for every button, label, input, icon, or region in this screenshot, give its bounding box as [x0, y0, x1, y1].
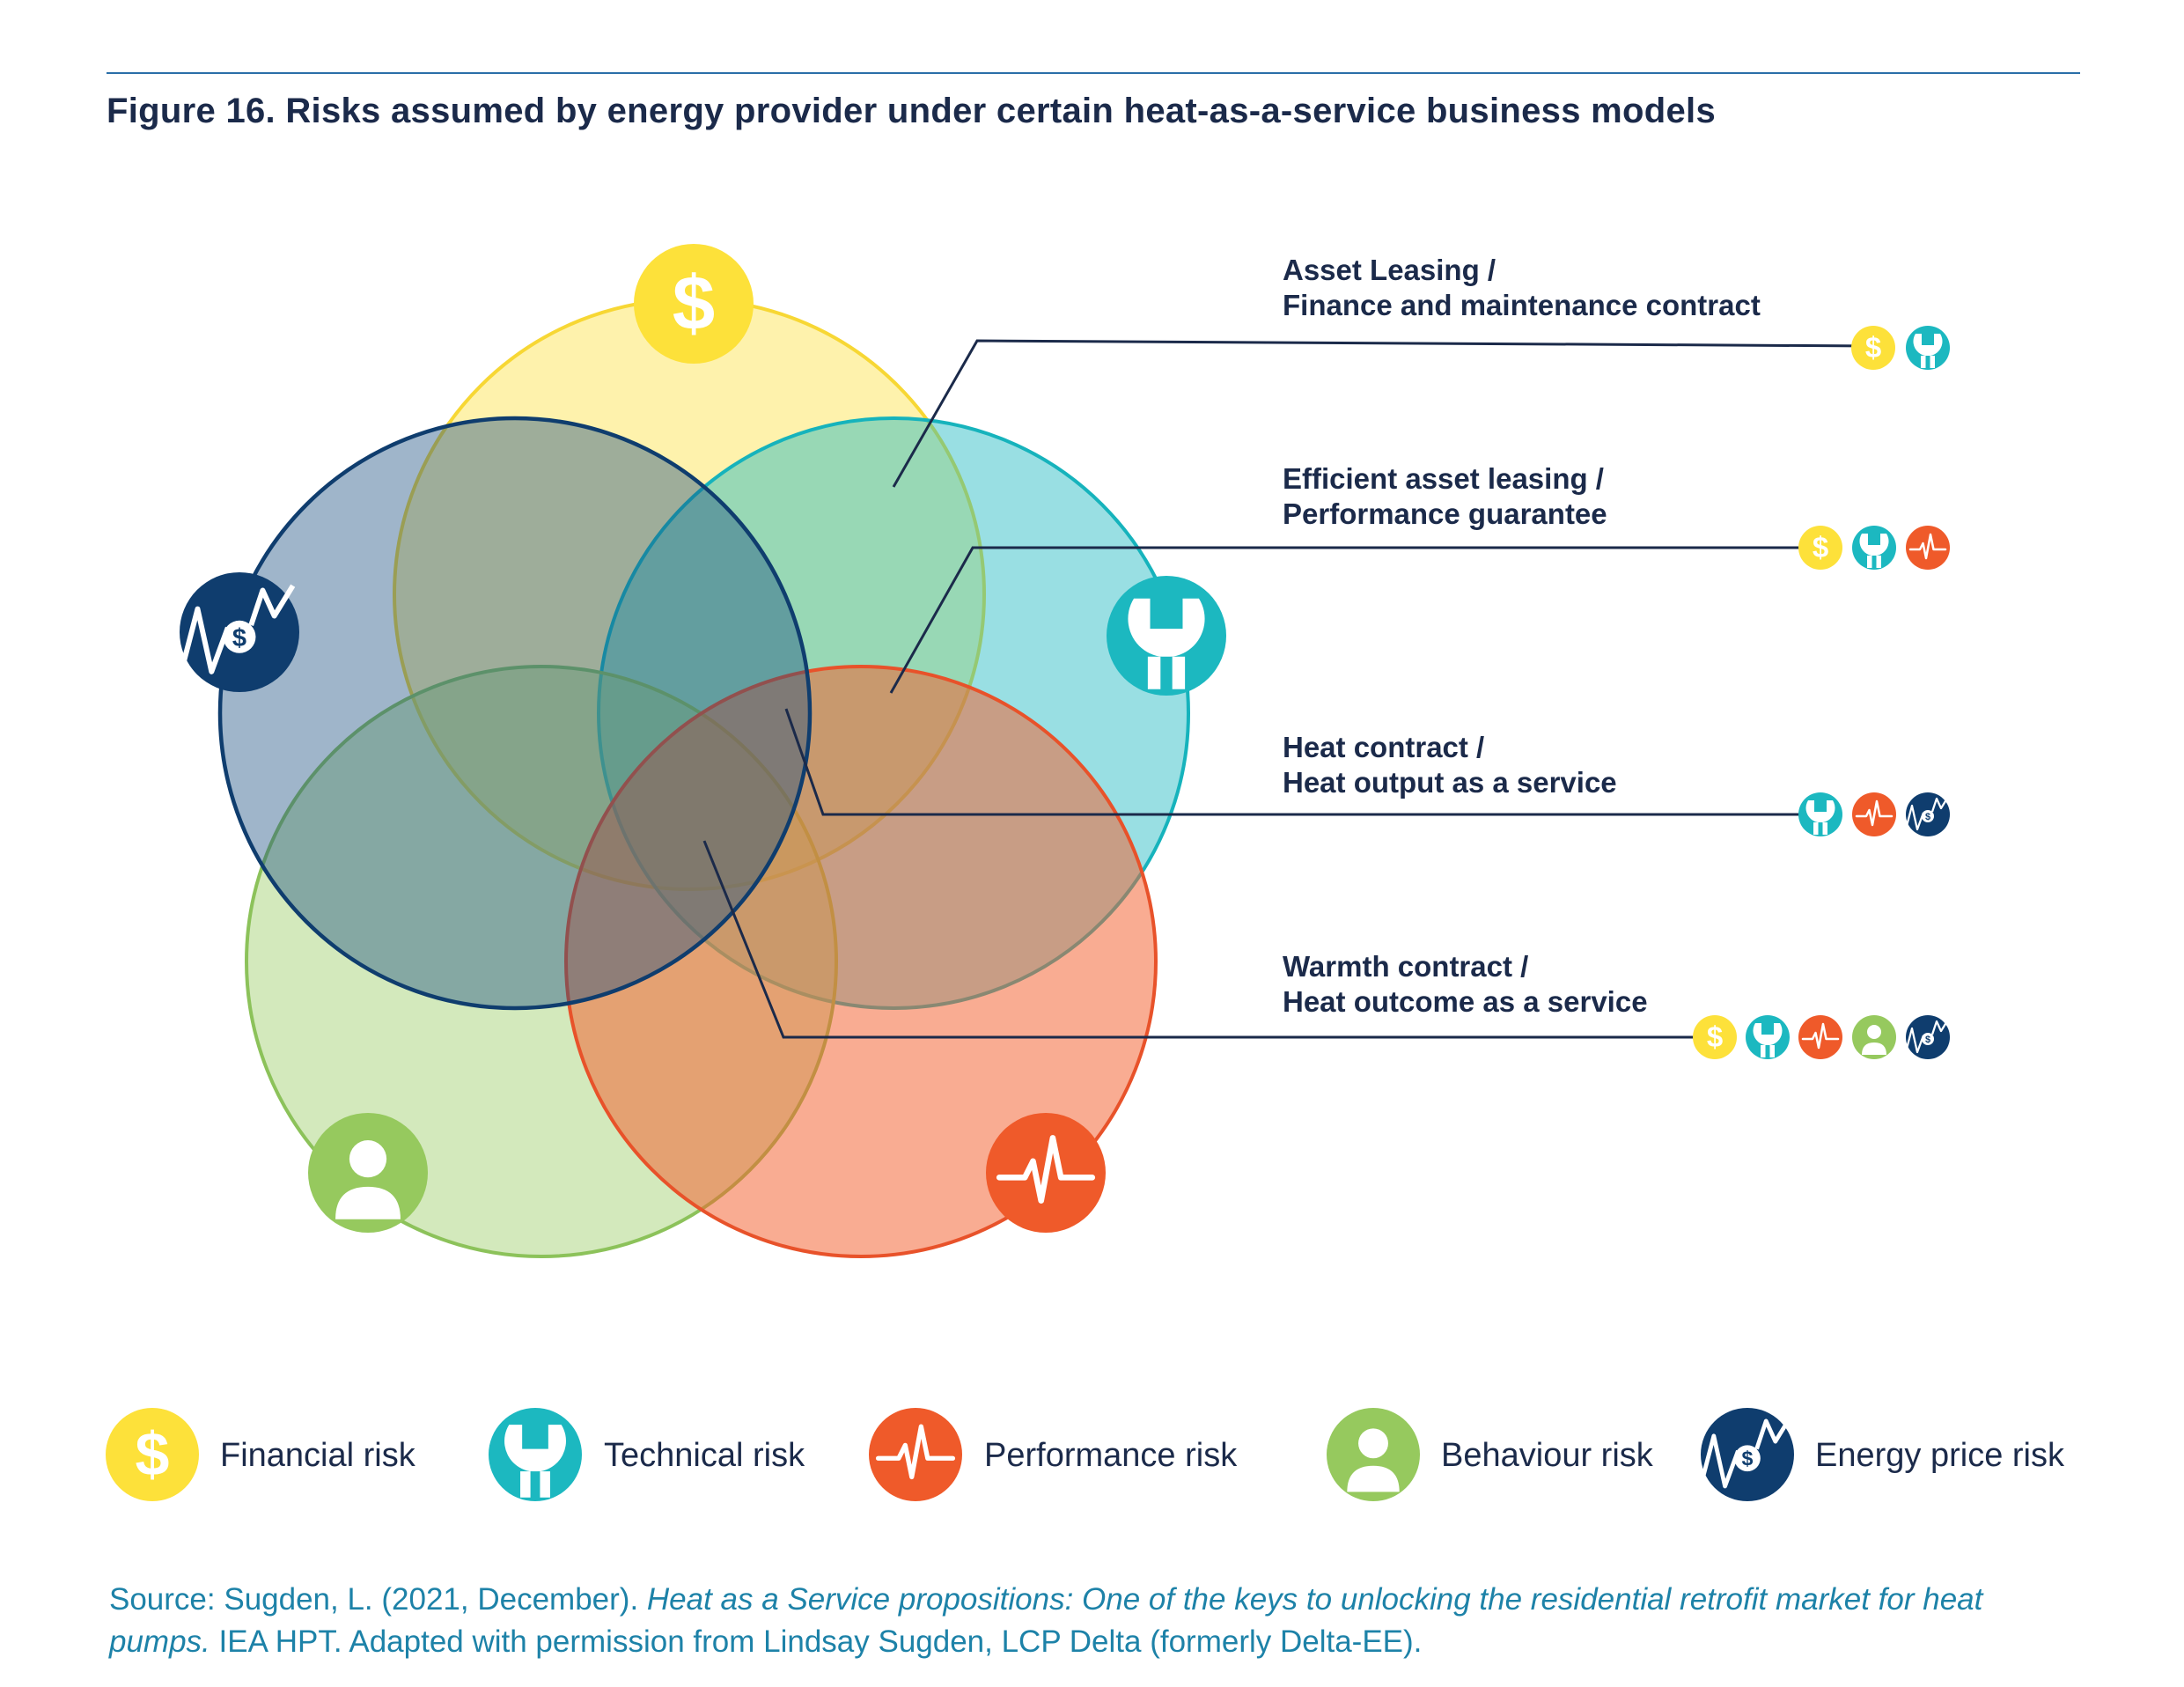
badge-wrench-icon	[1906, 326, 1950, 370]
legend-person-icon	[1327, 1408, 1420, 1501]
wrench-icon	[1107, 576, 1226, 696]
legend-item-technical: Technical risk	[489, 1408, 805, 1501]
leader-line-warmth-contract	[702, 840, 1715, 1039]
model-asset-leasing-line2: Finance and maintenance contract	[1283, 289, 1761, 321]
model-warmth-contract-line1: Warmth contract /	[1283, 950, 1528, 983]
badge-person-icon	[1852, 1015, 1896, 1059]
legend-price-zigzag-icon	[1701, 1408, 1794, 1501]
badge-wrench-icon	[1798, 792, 1842, 836]
dollar-icon	[634, 244, 754, 364]
model-asset-leasing-line1: Asset Leasing /	[1283, 254, 1496, 286]
price-zigzag-icon	[180, 572, 299, 692]
leader-lines	[702, 339, 1874, 1039]
badge-price-zigzag-icon	[1906, 1015, 1950, 1059]
badge-wrench-icon	[1852, 526, 1896, 570]
model-efficient-asset-leasing-line1: Efficient asset leasing /	[1283, 462, 1604, 495]
badge-dollar-icon	[1693, 1015, 1737, 1059]
legend-pulse-icon	[869, 1408, 962, 1501]
badge-dollar-icon	[1798, 526, 1842, 570]
figure-title: Figure 16. Risks assumed by energy provi…	[107, 92, 1717, 130]
source-prefix: Source: Sugden, L. (2021, December).	[109, 1582, 647, 1617]
source-note: Source: Sugden, L. (2021, December). Hea…	[109, 1579, 2090, 1663]
badge-price-zigzag-icon	[1906, 792, 1950, 836]
legend-item-performance: Performance risk	[869, 1408, 1238, 1501]
legend: Financial risk Technical risk Performanc…	[106, 1408, 2065, 1501]
badge-pulse-icon	[1852, 792, 1896, 836]
legend-dollar-icon	[106, 1408, 199, 1501]
legend-item-behaviour: Behaviour risk	[1327, 1408, 1654, 1501]
person-icon	[308, 1113, 428, 1233]
business-model-labels: Asset Leasing / Finance and maintenance …	[1283, 254, 1761, 1018]
venn-circles	[217, 298, 1190, 1258]
badge-pulse-icon	[1906, 526, 1950, 570]
model-warmth-contract-line2: Heat outcome as a service	[1283, 985, 1648, 1018]
energy-price-risk-circle	[217, 416, 813, 1011]
badge-pulse-icon	[1798, 1015, 1842, 1059]
badge-dollar-icon	[1851, 326, 1895, 370]
legend-label-technical: Technical risk	[604, 1437, 805, 1474]
legend-label-financial: Financial risk	[220, 1437, 416, 1474]
source-title: Heat as a Service propositions: One of t…	[109, 1582, 1983, 1659]
model-efficient-asset-leasing-line2: Performance guarantee	[1283, 497, 1607, 530]
legend-wrench-icon	[489, 1408, 582, 1501]
legend-label-behaviour: Behaviour risk	[1441, 1437, 1654, 1474]
pulse-icon	[986, 1113, 1106, 1233]
legend-item-energy-price: Energy price risk	[1701, 1408, 2065, 1501]
risk-badges	[1693, 326, 1950, 1059]
leader-line-efficient-asset-leasing	[889, 546, 1820, 694]
circle-icons	[180, 244, 1226, 1233]
leader-line-asset-leasing	[892, 339, 1874, 488]
leader-line-heat-contract	[784, 708, 1820, 816]
model-heat-contract-line2: Heat output as a service	[1283, 766, 1617, 799]
source-suffix: IEA HPT. Adapted with permission from Li…	[210, 1624, 1423, 1659]
legend-item-financial: Financial risk	[106, 1408, 416, 1501]
top-rule	[107, 72, 2080, 74]
model-heat-contract-line1: Heat contract /	[1283, 731, 1484, 763]
legend-label-performance: Performance risk	[984, 1437, 1238, 1474]
badge-wrench-icon	[1746, 1015, 1790, 1059]
legend-label-energy-price: Energy price risk	[1815, 1437, 2065, 1474]
